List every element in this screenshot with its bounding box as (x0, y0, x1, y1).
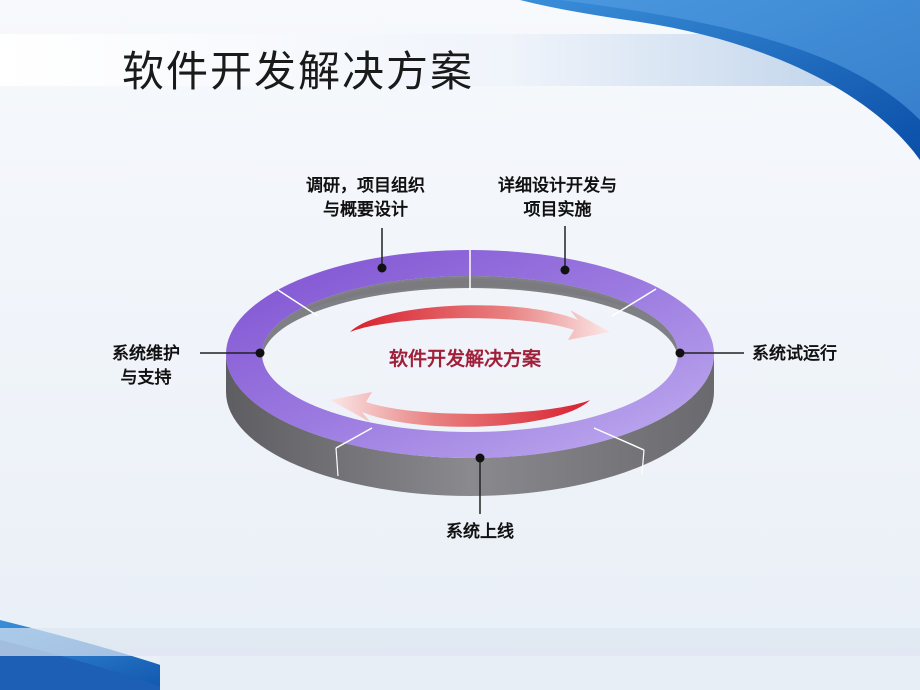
stage-maintain-label: 系统维护 与支持 (112, 342, 180, 390)
stage-research-line-1: 调研，项目组织 (306, 176, 425, 196)
stage-trial-label: 系统试运行 (752, 342, 837, 366)
center-label: 软件开发解决方案 (389, 348, 542, 370)
stage-develop-line-2: 项目实施 (523, 200, 592, 220)
stage-develop-line-1: 详细设计开发与 (498, 176, 617, 196)
stage-maintain-line-1: 系统维护 (112, 344, 180, 364)
stage-develop-label: 详细设计开发与 项目实施 (498, 174, 617, 222)
stage-research-line-2: 与概要设计 (323, 200, 408, 220)
stage-launch-label: 系统上线 (446, 520, 514, 544)
stage-launch-line-1: 系统上线 (446, 522, 514, 542)
stage-trial-line-1: 系统试运行 (752, 344, 837, 364)
stage-research-label: 调研，项目组织 与概要设计 (306, 174, 425, 222)
page-title: 软件开发解决方案 (122, 47, 475, 96)
stage-maintain-line-2: 与支持 (120, 368, 172, 388)
